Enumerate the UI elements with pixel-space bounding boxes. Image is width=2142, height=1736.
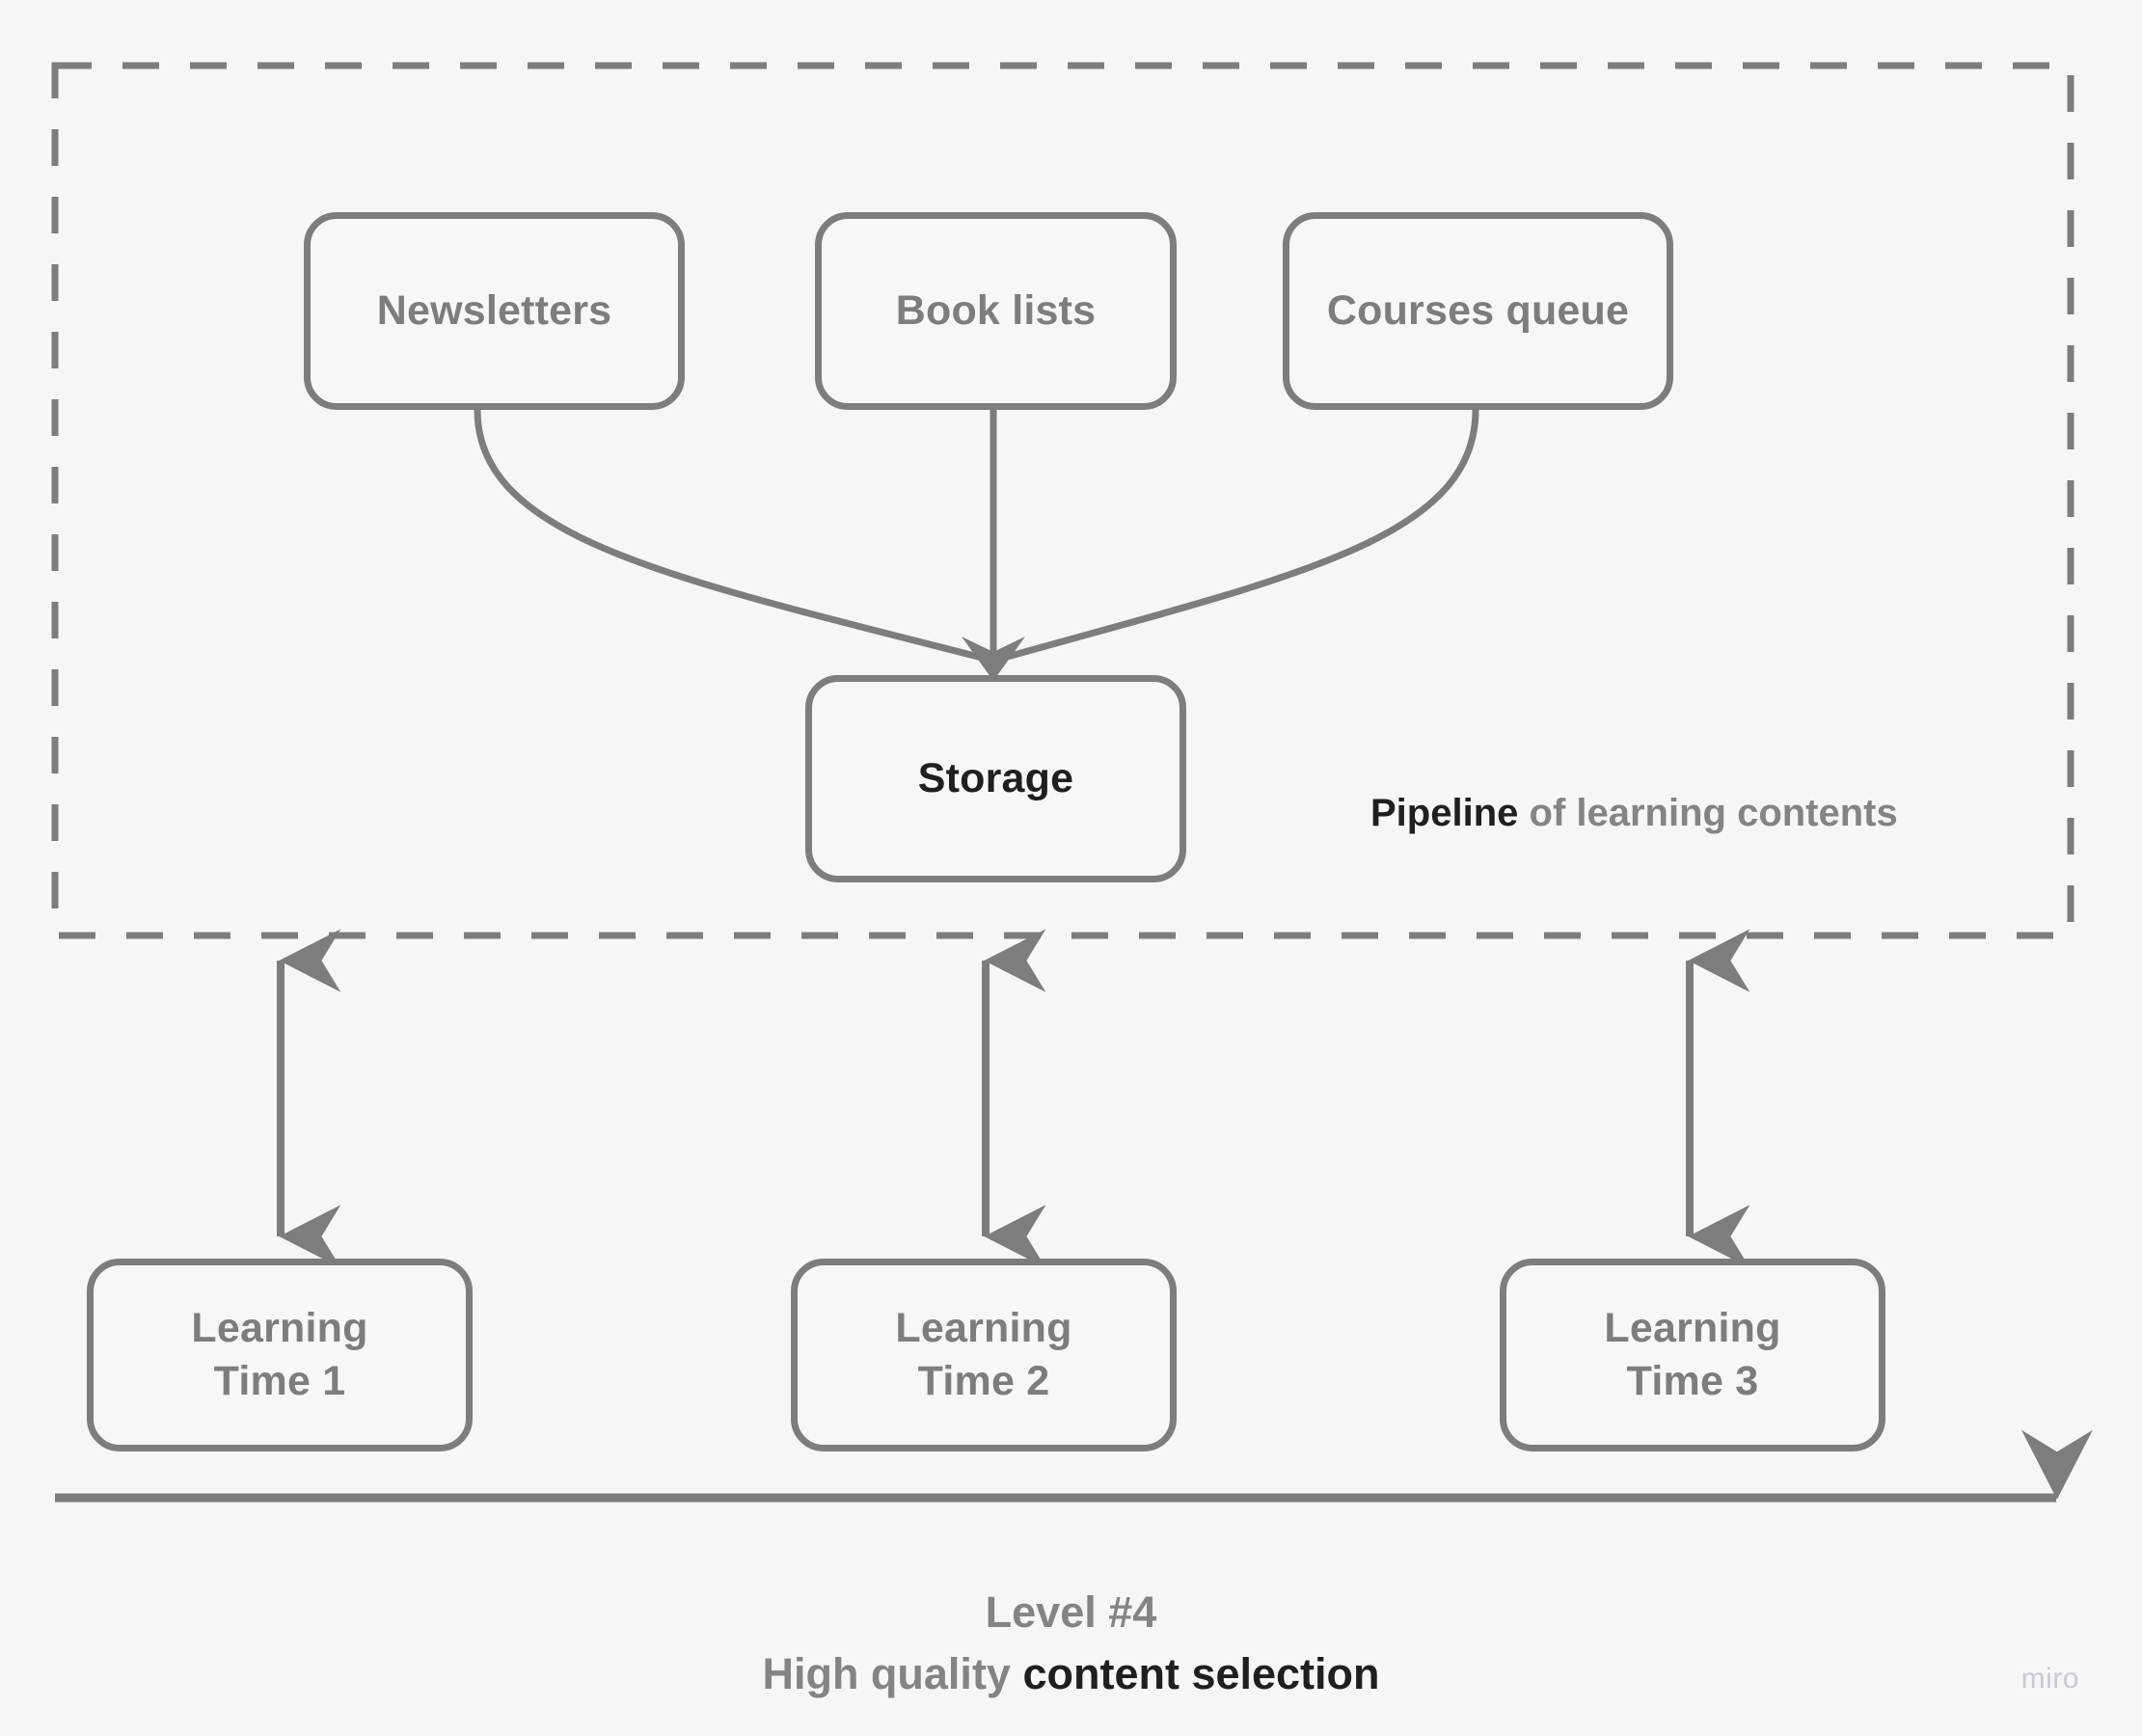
node-book-lists-label: Book lists (895, 286, 1097, 334)
node-courses-queue-label: Courses queue (1326, 286, 1630, 334)
pipeline-zone-label-bold: Pipeline (1370, 792, 1519, 834)
node-book-lists[interactable]: Book lists (815, 212, 1177, 410)
miro-watermark: miro (2020, 1663, 2079, 1695)
node-learning-time-2-line1: Learning (895, 1304, 1072, 1351)
node-learning-time-2-label: Learning Time 2 (895, 1302, 1071, 1408)
node-newsletters-label: Newsletters (376, 286, 612, 334)
node-learning-time-3[interactable]: Learning Time 3 (1500, 1259, 1885, 1451)
caption-subtitle: High quality content selection (0, 1643, 2142, 1705)
node-learning-time-3-line2: Time 3 (1626, 1358, 1759, 1404)
node-newsletters[interactable]: Newsletters (304, 212, 685, 410)
node-learning-time-1-line2: Time 1 (213, 1358, 346, 1404)
connector-coursesqueue-to-storage (990, 406, 1479, 665)
node-learning-time-3-label: Learning Time 3 (1604, 1302, 1780, 1408)
node-learning-time-1-label: Learning Time 1 (191, 1302, 367, 1408)
pipeline-zone-label: Pipeline of learning contents (1370, 792, 1898, 835)
node-learning-time-2-line2: Time 2 (917, 1358, 1050, 1404)
diagram-caption: Level #4 High quality content selection (0, 1582, 2142, 1705)
pipeline-zone-label-rest: of learning contents (1518, 792, 1898, 834)
caption-level: Level #4 (985, 1587, 1157, 1637)
node-learning-time-1[interactable]: Learning Time 1 (87, 1259, 473, 1451)
caption-subtitle-gray: High quality (762, 1648, 1023, 1698)
node-learning-time-2[interactable]: Learning Time 2 (791, 1259, 1177, 1451)
node-storage-label: Storage (917, 754, 1074, 801)
caption-subtitle-dark: content selection (1022, 1648, 1380, 1698)
node-courses-queue[interactable]: Courses queue (1283, 212, 1673, 410)
node-learning-time-3-line1: Learning (1604, 1304, 1781, 1351)
node-learning-time-1-line1: Learning (191, 1304, 368, 1351)
connector-newsletters-to-storage (474, 406, 997, 665)
node-storage[interactable]: Storage (805, 675, 1186, 882)
